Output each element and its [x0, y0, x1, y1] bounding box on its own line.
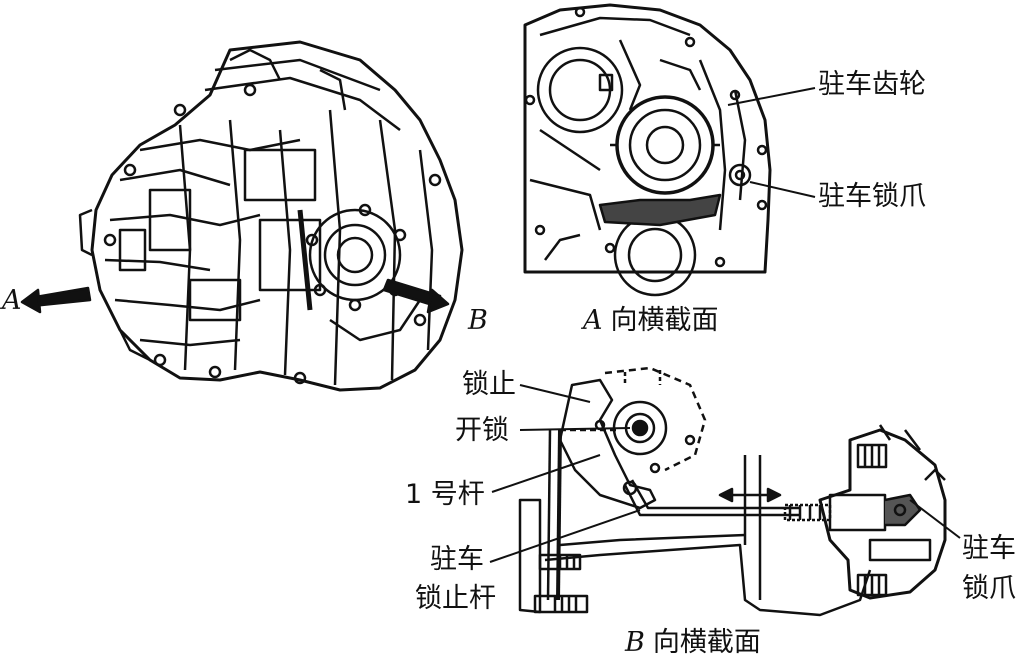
caption-b-letter: B — [625, 627, 645, 658]
caption-a-text: 向横截面 — [610, 305, 719, 336]
caption-a-letter: A — [583, 305, 603, 336]
arrow-b-label: B — [468, 305, 488, 336]
caption-b-text: 向横截面 — [652, 627, 761, 658]
arrow-a-icon — [20, 286, 92, 314]
label-unlock: 开锁 — [455, 415, 509, 446]
label-parking-pawl-a: 驻车锁爪 — [818, 181, 926, 212]
label-parking-lock-rod-2: 锁止杆 — [415, 583, 496, 614]
label-lock: 锁止 — [462, 369, 516, 400]
arrow-a-label: A — [2, 285, 22, 316]
arrow-b-icon — [382, 278, 450, 314]
label-parking-lock-rod-1: 驻车 — [430, 544, 484, 575]
label-parking-gear: 驻车齿轮 — [818, 69, 926, 100]
section-a-drawing — [523, 3, 772, 297]
section-b-drawing — [518, 366, 947, 617]
label-parking-pawl-b-1: 驻车 — [962, 533, 1016, 564]
transaxle-drawing — [78, 40, 464, 392]
label-lever-1: 1 号杆 — [405, 479, 485, 510]
label-parking-pawl-b-2: 锁爪 — [962, 573, 1016, 604]
